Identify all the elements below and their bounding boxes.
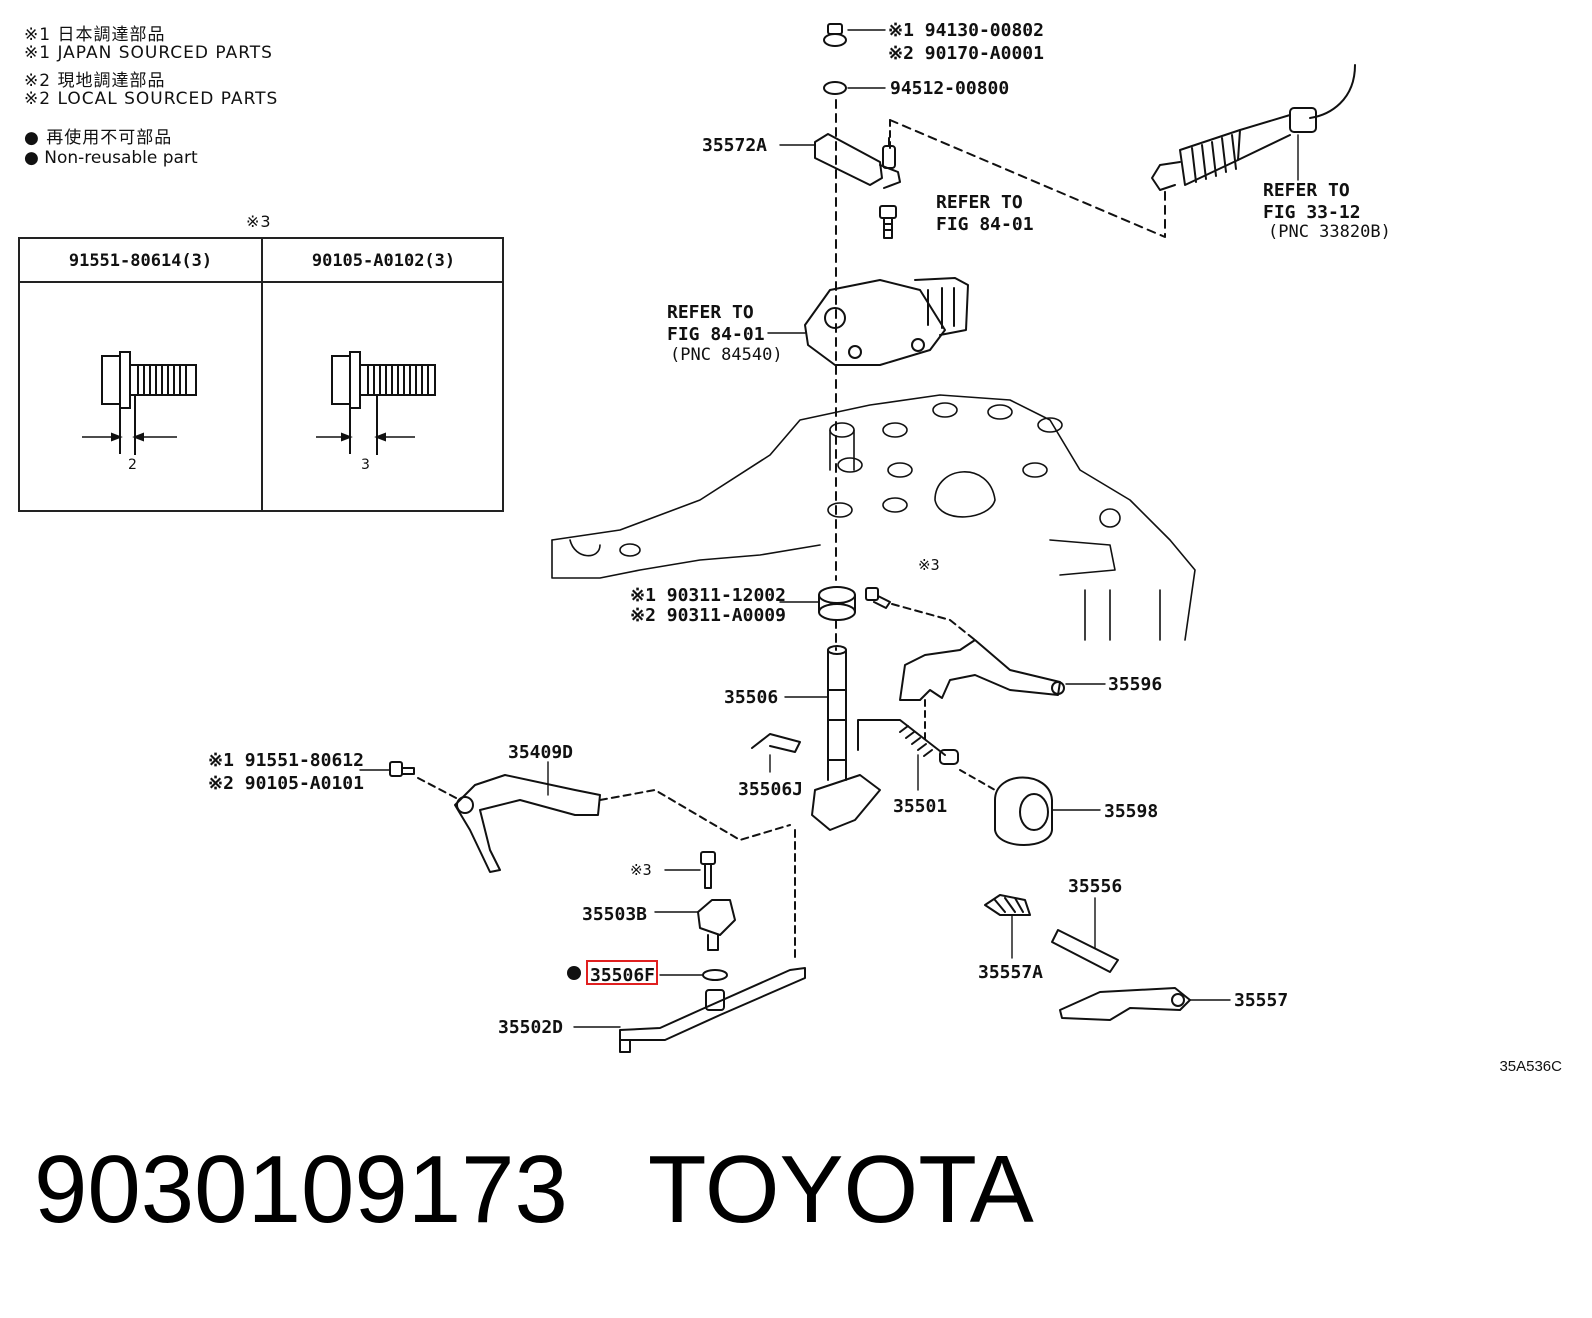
bolt-table-marker: ※3 [246, 212, 272, 231]
detent-spring-35596-icon [899, 639, 1065, 741]
note-japan-sourced-en: ※1 JAPAN SOURCED PARTS [24, 43, 273, 63]
label-35502d: 35502D [498, 1017, 563, 1038]
bolt-drawings: 2 3 [82, 351, 436, 473]
label-35503b: 35503B [582, 904, 647, 925]
label-top-bolt-1: ※1 94130-00802 [888, 20, 1044, 41]
label-refer-84-01-a-l1: REFER TO [936, 192, 1023, 213]
pin-35556-icon [1051, 929, 1119, 973]
parking-rod-35501-icon [857, 719, 959, 765]
bolt-2-dim: 3 [361, 457, 370, 473]
lever-35572a-icon [814, 133, 901, 189]
lever-35409d-icon [454, 774, 601, 873]
label-top-bolt-2: ※2 90170-A0001 [888, 43, 1044, 64]
o-ring-35506f-icon [702, 969, 728, 981]
neutral-switch-icon [804, 277, 969, 366]
label-35506f: 35506F [590, 965, 655, 986]
label-mark3-right: ※3 [918, 556, 940, 574]
label-seal-1: ※1 90311-12002 [630, 585, 786, 606]
note-local-sourced-en: ※2 LOCAL SOURCED PARTS [24, 89, 279, 109]
bolt-1-drawing [82, 351, 197, 455]
control-cable-icon [1151, 64, 1356, 191]
label-35557a: 35557A [978, 962, 1043, 983]
table-header-divider [20, 281, 502, 283]
label-refer-33-12-l2: FIG 33-12 [1263, 202, 1361, 223]
bolt-table-col2-part: 90105-A0102(3) [311, 251, 456, 271]
footer-title: 9030109173 TOYOTA [34, 1135, 1034, 1245]
note-japan-sourced-jp: ※1 日本調達部品 [24, 25, 166, 45]
spring-35557a-icon [984, 894, 1031, 916]
sleeve-35598-icon [959, 769, 1053, 846]
bolt-2-drawing [316, 351, 436, 455]
label-refer-84-01-a-l2: FIG 84-01 [936, 214, 1034, 235]
label-washer: 94512-00800 [890, 78, 1009, 99]
washer-icon [823, 81, 847, 95]
label-35557: 35557 [1234, 990, 1288, 1011]
label-35556: 35556 [1068, 876, 1122, 897]
note-non-reusable-jp: ● 再使用不可部品 [24, 128, 173, 148]
transmission-case-icon [551, 394, 1196, 641]
oil-seal-icon [818, 586, 856, 621]
figure-code: 35A536C [1499, 1058, 1562, 1075]
note-non-reusable-en: ● Non-reusable part [24, 148, 198, 168]
label-35596: 35596 [1108, 674, 1162, 695]
top-nut-icon [823, 23, 847, 47]
highlight-box-35506f [586, 960, 658, 985]
label-refer-33-12-l3: (PNC 33820B) [1268, 222, 1391, 242]
clip-35506j-icon [751, 733, 801, 753]
label-35506j: 35506J [738, 779, 803, 800]
non-reusable-dot-icon [567, 966, 581, 980]
label-seal-2: ※2 90311-A0009 [630, 605, 786, 626]
label-refer-84-01-b-l1: REFER TO [667, 302, 754, 323]
table-divider [261, 239, 263, 510]
bolt-1-dim: 2 [128, 457, 137, 473]
bolt-table-col1-part: 91551-80614(3) [68, 251, 213, 271]
label-refer-84-01-b-l3: (PNC 84540) [670, 345, 783, 365]
label-bolt-left-2: ※2 90105-A0101 [208, 773, 364, 794]
detent-bolt-icon [865, 587, 891, 609]
bolt-table: 91551-80614(3) 90105-A0102(3) 2 [18, 237, 504, 512]
bracket-35503b-icon [697, 851, 736, 951]
arm-35502d-icon [619, 967, 806, 1053]
left-bolt-icon [389, 761, 415, 777]
label-refer-33-12-l1: REFER TO [1263, 180, 1350, 201]
label-35501: 35501 [893, 796, 947, 817]
cable-link-dashed [889, 119, 1166, 238]
footer-brand: TOYOTA [647, 1136, 1034, 1243]
note-local-sourced-jp: ※2 現地調達部品 [24, 71, 166, 91]
label-35598: 35598 [1104, 801, 1158, 822]
small-bolt-icon [879, 205, 897, 239]
manual-shaft-35506-icon [811, 645, 881, 831]
label-35572a: 35572A [702, 135, 767, 156]
label-refer-84-01-b-l2: FIG 84-01 [667, 324, 765, 345]
label-35409d: 35409D [508, 742, 573, 763]
label-35506: 35506 [724, 687, 778, 708]
footer-part-number: 9030109173 [34, 1136, 568, 1243]
label-mark3-mid: ※3 [630, 861, 652, 879]
pawl-35557-icon [1059, 987, 1191, 1021]
label-bolt-left-1: ※1 91551-80612 [208, 750, 364, 771]
